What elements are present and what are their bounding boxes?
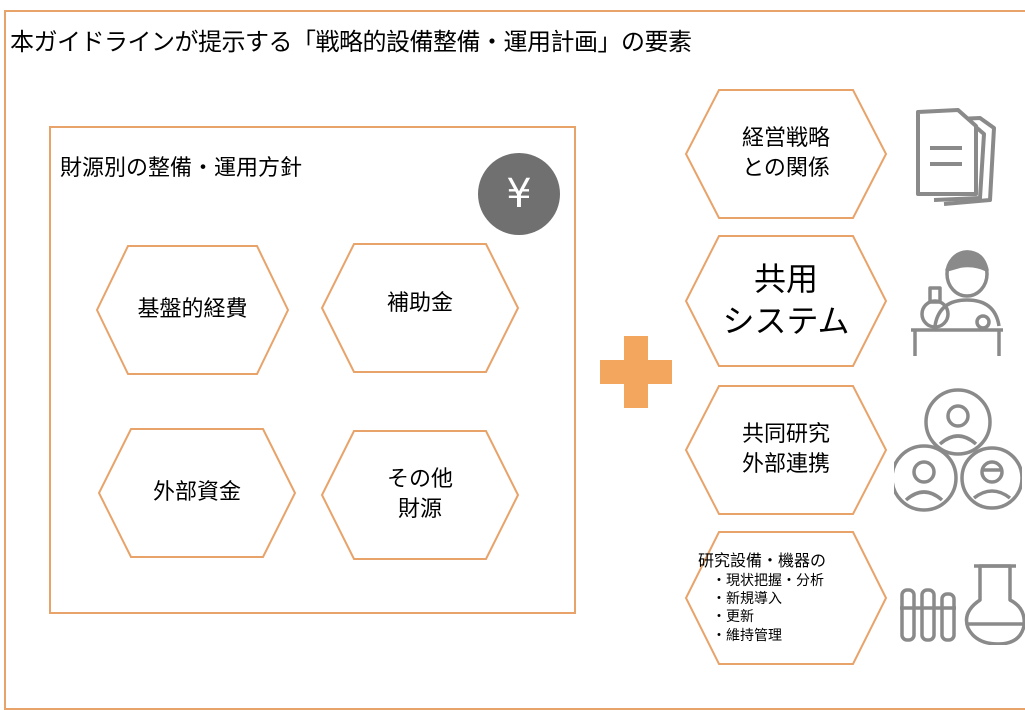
hex-joint-research: 共同研究外部連携 bbox=[684, 384, 888, 516]
document-icon bbox=[910, 108, 1006, 212]
hex-label: 共用 bbox=[753, 260, 818, 299]
hex-label: 共同研究 bbox=[741, 422, 830, 448]
yen-icon: ¥ bbox=[478, 153, 560, 235]
hex-other-sources: その他財源 bbox=[320, 429, 520, 561]
hex-subsidy: 補助金 bbox=[320, 242, 520, 374]
researcher-icon bbox=[905, 244, 1005, 363]
lab-flask-icon bbox=[900, 560, 1025, 649]
hex-shared-system: 共用システム bbox=[684, 234, 888, 368]
hex-label: 外部資金 bbox=[152, 480, 241, 506]
plus-icon bbox=[600, 336, 672, 412]
hex-label: 外部連携 bbox=[741, 452, 830, 477]
hex-label: 財源 bbox=[397, 497, 442, 522]
hex-management-strategy: 経営戦略との関係 bbox=[684, 88, 888, 220]
hex-sub-item: ・更新 bbox=[712, 609, 754, 626]
hex-heading: 研究設備・機器の bbox=[698, 551, 827, 571]
hex-label: との関係 bbox=[742, 156, 830, 181]
hex-label: その他 bbox=[386, 467, 453, 493]
hex-label: 補助金 bbox=[386, 291, 453, 317]
hex-equipment-management: 研究設備・機器の ・現状把握・分析 ・新規導入 ・更新 ・維持管理 bbox=[684, 530, 888, 666]
hex-sub-item: ・新規導入 bbox=[712, 591, 782, 608]
hex-label: システム bbox=[722, 302, 850, 340]
hex-label: 基盤的経費 bbox=[137, 297, 248, 323]
hex-sub-item: ・維持管理 bbox=[712, 627, 782, 644]
page-title: 本ガイドラインが提示する「戦略的設備整備・運用計画」の要素 bbox=[10, 28, 692, 56]
hex-basic-expenses: 基盤的経費 bbox=[95, 244, 290, 376]
people-network-icon bbox=[890, 386, 1024, 520]
funding-box-title: 財源別の整備・運用方針 bbox=[60, 156, 303, 181]
hex-label: 経営戦略 bbox=[741, 126, 830, 152]
hex-external-funds: 外部資金 bbox=[97, 427, 297, 559]
hex-sub-item: ・現状把握・分析 bbox=[712, 573, 824, 590]
